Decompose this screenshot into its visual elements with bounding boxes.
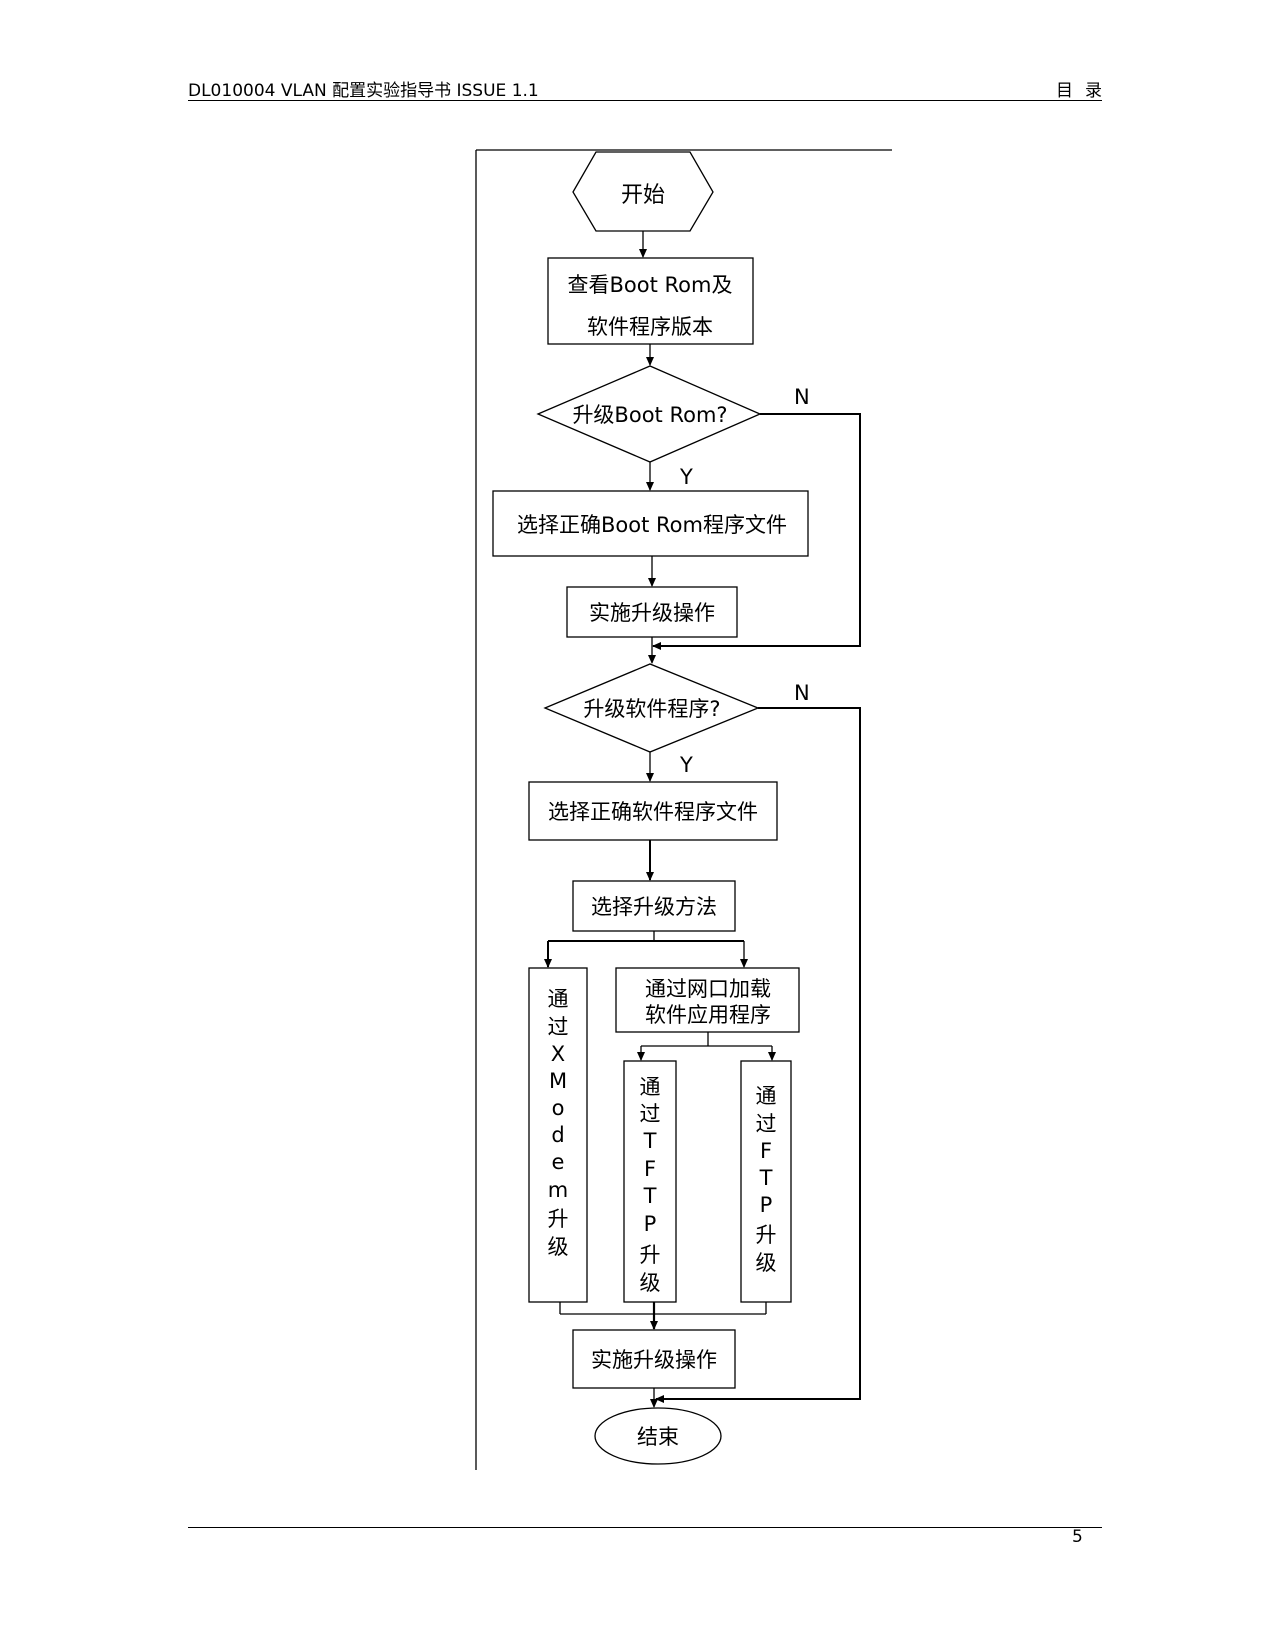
via-tftp-box: 通 过 T F T P 升 级 (623, 1060, 677, 1303)
do-upgrade-box-1: 实施升级操作 (566, 586, 738, 638)
via-xmodem-char-3: X (551, 1042, 565, 1066)
via-tftp-char-7: 升 (640, 1243, 661, 1267)
check-versions-line-1: 查看Boot Rom及 (568, 273, 733, 297)
select-bootrom-file-box: 选择正确Boot Rom程序文件 (492, 490, 809, 557)
decision-upgrade-bootrom-label: 升级Boot Rom? (572, 403, 727, 427)
diagram-frame (475, 149, 892, 1470)
header-document-title: DL010004 VLAN 配置实验指导书 ISSUE 1.1 (188, 81, 539, 101)
select-software-file-label: 选择正确软件程序文件 (548, 800, 758, 824)
connector-lines (544, 231, 861, 1408)
select-method-box: 选择升级方法 (572, 880, 736, 932)
select-bootrom-file-label: 选择正确Boot Rom程序文件 (517, 513, 787, 537)
via-xmodem-char-6: d (551, 1123, 564, 1147)
check-versions-box: 查看Boot Rom及 软件程序版本 (547, 257, 754, 345)
via-xmodem-char-9: 升 (548, 1207, 569, 1231)
start-label: 开始 (621, 183, 665, 208)
do-upgrade-label-2: 实施升级操作 (591, 1348, 717, 1372)
via-xmodem-char-8: m (548, 1178, 568, 1202)
via-xmodem-char-5: o (552, 1096, 565, 1120)
via-tftp-char-3: T (643, 1129, 657, 1153)
via-ftp-char-2: 过 (756, 1112, 777, 1136)
decision-upgrade-software-label: 升级软件程序? (583, 697, 720, 721)
via-ftp-box: 通 过 F T P 升 级 (740, 1060, 792, 1303)
via-tftp-char-4: F (644, 1157, 656, 1181)
via-xmodem-char-7: e (552, 1150, 565, 1174)
end-node: 结束 (594, 1407, 722, 1465)
via-xmodem-char-1: 通 (548, 987, 569, 1011)
do-upgrade-label-1: 实施升级操作 (589, 601, 715, 625)
page-header: DL010004 VLAN 配置实验指导书 ISSUE 1.1 目录 (188, 74, 1102, 101)
via-xmodem-char-2: 过 (548, 1015, 569, 1039)
label-no-2: N (794, 681, 810, 705)
check-versions-line-2: 软件程序版本 (587, 315, 713, 339)
label-yes-2: Y (679, 753, 693, 777)
via-ftp-char-1: 通 (756, 1084, 777, 1108)
header-section: 目录 (1056, 81, 1114, 101)
via-xmodem-char-10: 级 (548, 1235, 569, 1259)
label-yes-1: Y (679, 465, 693, 489)
via-xmodem-box: 通 过 X M o d e m 升 级 (528, 967, 588, 1303)
label-no-1: N (794, 385, 810, 409)
decision-upgrade-bootrom: 升级Boot Rom? (536, 365, 762, 463)
start-node: 开始 (572, 151, 714, 232)
via-network-box: 通过网口加载 软件应用程序 (615, 967, 800, 1033)
via-tftp-char-5: T (643, 1184, 657, 1208)
via-ftp-char-5: P (760, 1193, 773, 1217)
via-ftp-char-3: F (760, 1139, 772, 1163)
footer-rule (188, 1527, 1102, 1528)
via-ftp-char-7: 级 (756, 1251, 777, 1275)
decision-upgrade-software: 升级软件程序? (543, 663, 760, 753)
select-method-label: 选择升级方法 (591, 895, 717, 919)
end-label: 结束 (637, 1425, 679, 1449)
via-network-line-2: 软件应用程序 (645, 1003, 771, 1027)
via-ftp-char-6: 升 (756, 1223, 777, 1247)
via-xmodem-char-4: M (549, 1069, 567, 1093)
via-tftp-char-2: 过 (640, 1102, 661, 1126)
via-tftp-char-8: 级 (640, 1271, 661, 1295)
via-network-line-1: 通过网口加载 (645, 977, 771, 1001)
do-upgrade-box-2: 实施升级操作 (572, 1329, 736, 1389)
select-software-file-box: 选择正确软件程序文件 (528, 781, 778, 841)
page-number: 5 (1072, 1527, 1083, 1547)
via-ftp-char-4: T (759, 1166, 773, 1190)
via-tftp-char-6: P (644, 1212, 657, 1236)
via-tftp-char-1: 通 (640, 1075, 661, 1099)
